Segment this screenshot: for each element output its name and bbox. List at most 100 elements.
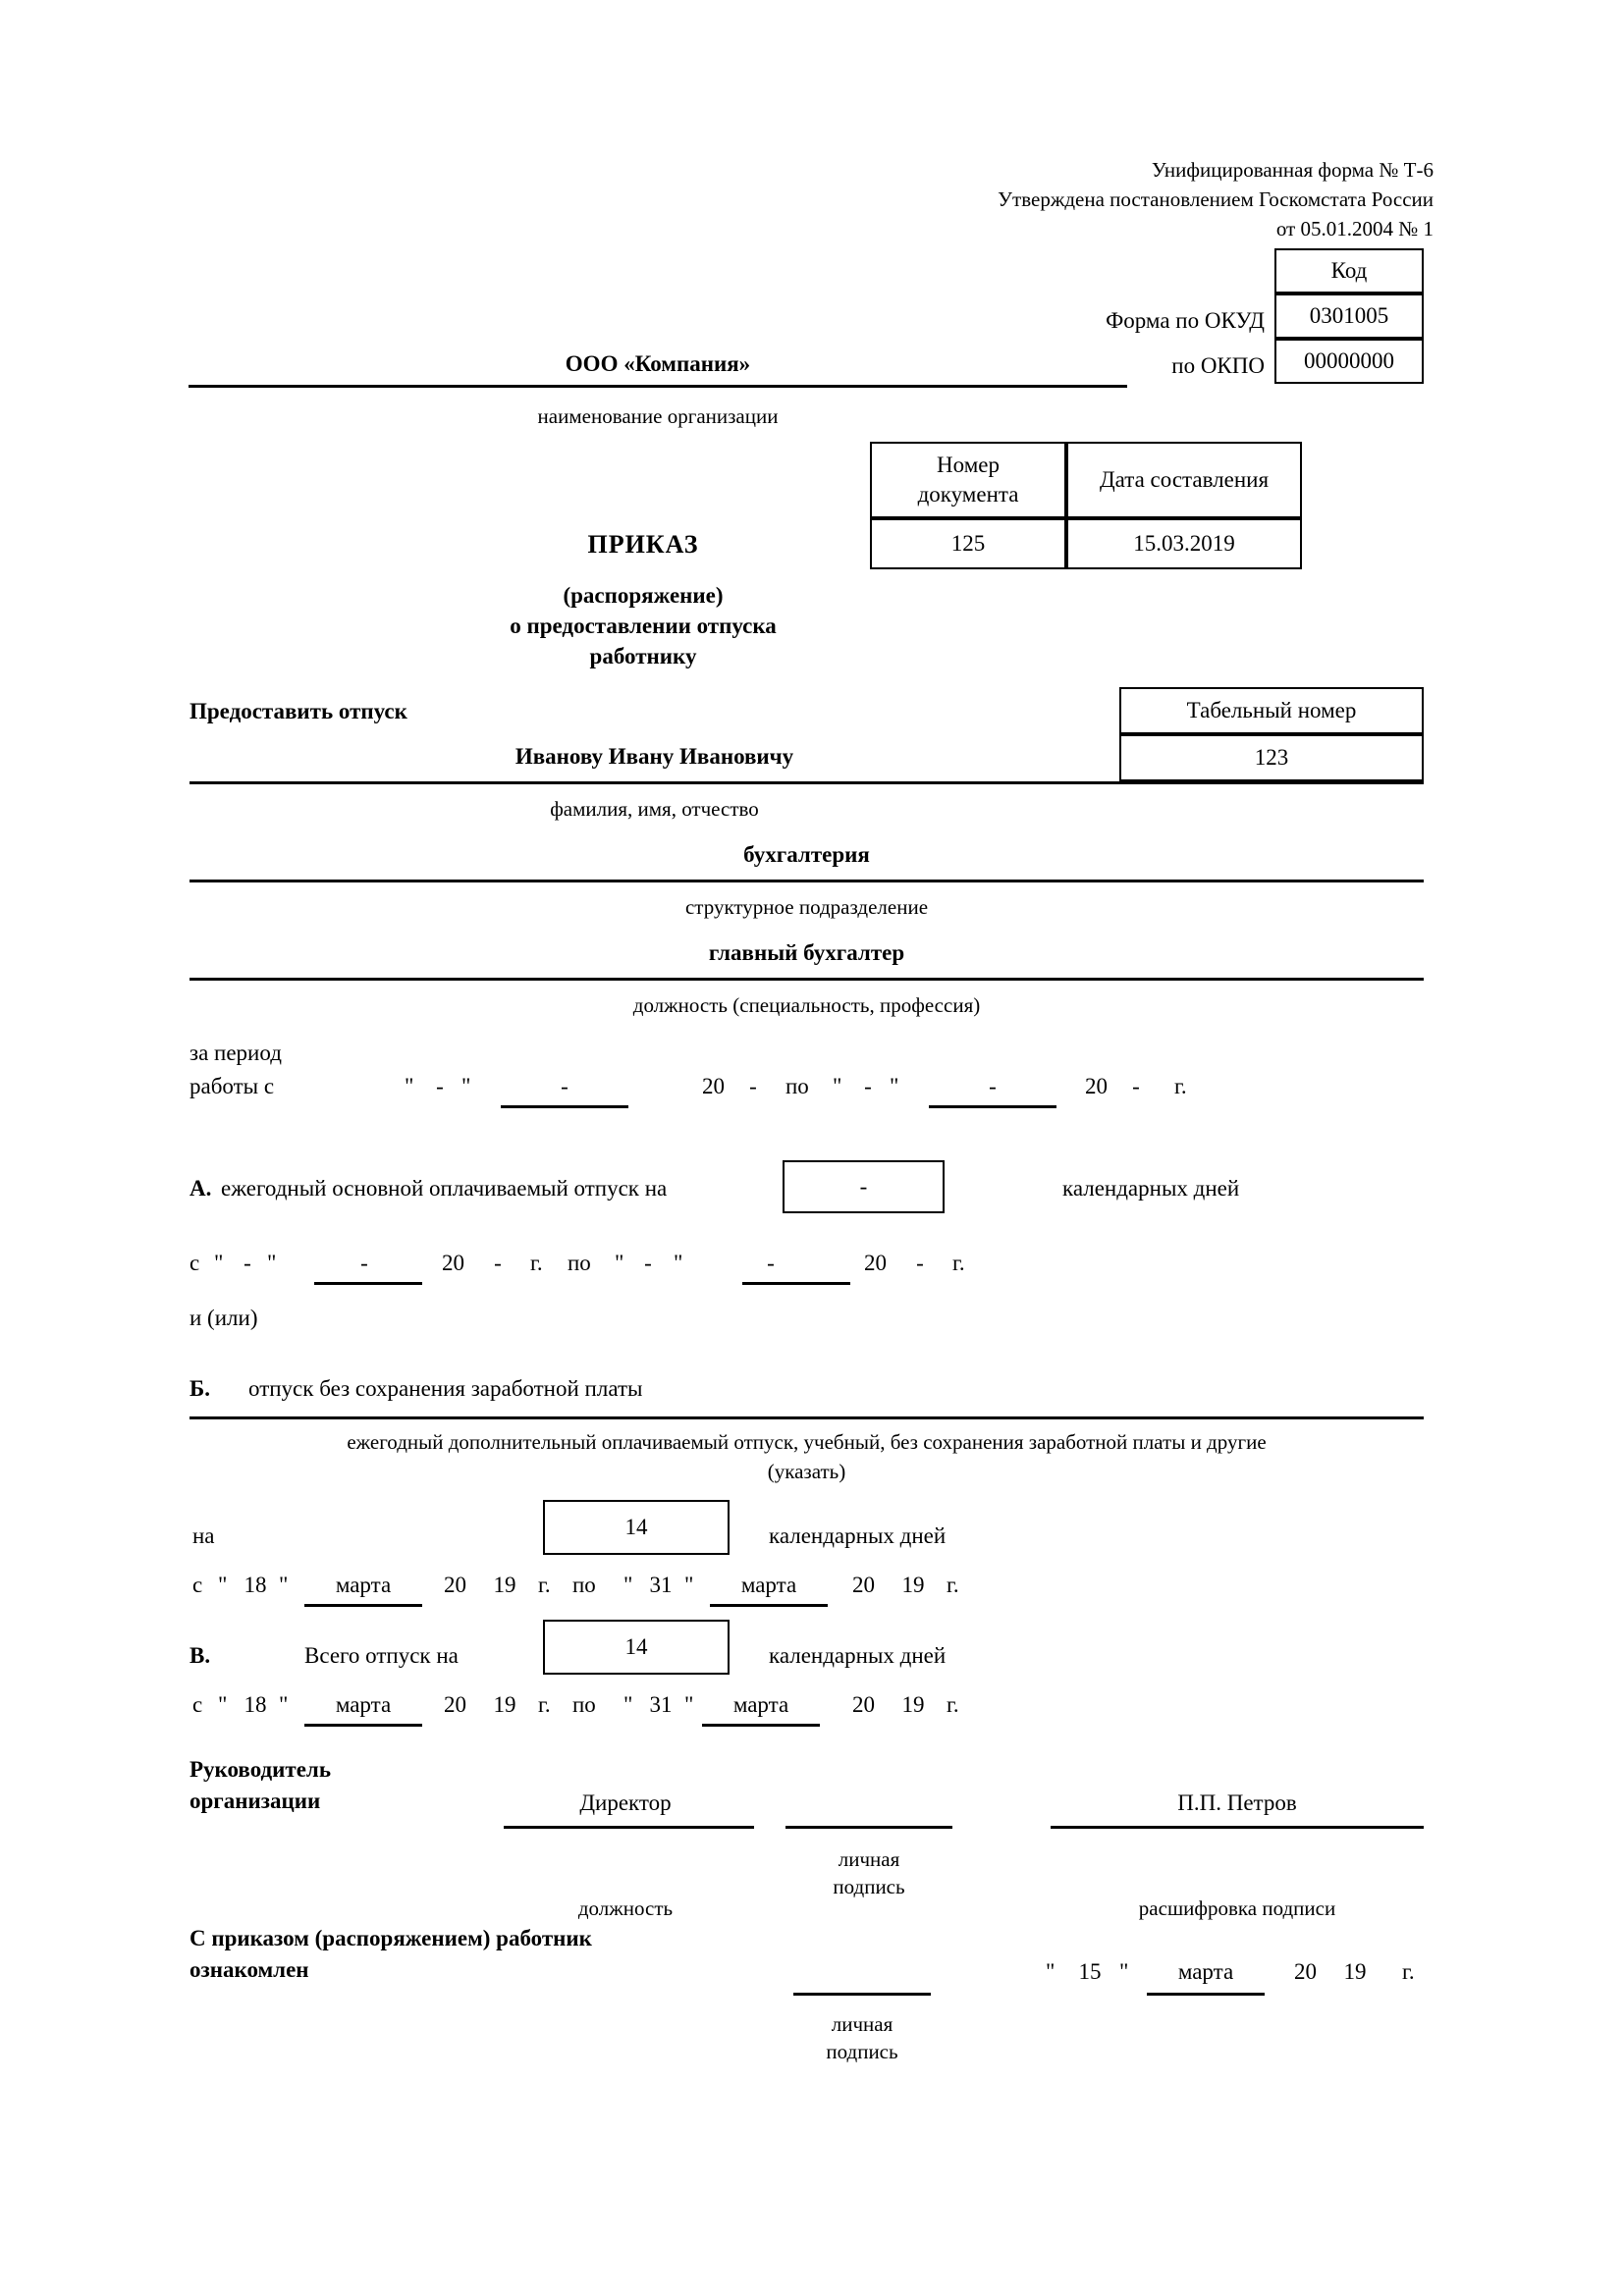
section-b-year-prefix-from: 20 [444, 1573, 466, 1597]
okpo-label: по ОКПО [1171, 353, 1265, 378]
section-b-month-from-line [304, 1604, 422, 1607]
section-a-and-or: и (или) [189, 1306, 258, 1330]
section-b-month-to-line [710, 1604, 828, 1607]
code-column-header: Код [1274, 248, 1424, 294]
section-v-year-prefix-from: 20 [444, 1692, 466, 1717]
section-b-quote2-close: " [684, 1573, 694, 1597]
section-a-days-value[interactable]: - [783, 1160, 945, 1213]
section-v-days-value[interactable]: 14 [543, 1620, 730, 1675]
section-b-s: с [192, 1573, 203, 1597]
section-v-text: Всего отпуск на [304, 1643, 459, 1668]
section-v-g-from: г. [538, 1692, 551, 1717]
head-name-caption: расшифровка подписи [1138, 1896, 1336, 1920]
employee-position: главный бухгалтер [708, 940, 905, 965]
work-period-month-from: - [561, 1074, 568, 1098]
order-number-header-line1: Номер [937, 453, 1000, 477]
head-name-value[interactable]: П.П. Петров [1177, 1790, 1297, 1815]
acknowledgement-signature-caption-line2: подпись [826, 2040, 898, 2063]
work-period-quote2-open: " [833, 1074, 842, 1098]
acknowledgement-signature-rule[interactable] [793, 1993, 931, 1996]
work-period-month-to-line [929, 1105, 1056, 1108]
section-v-day-from[interactable]: 18 [244, 1692, 267, 1717]
work-period-year-to: - [1132, 1074, 1140, 1098]
section-v-quote2-open: " [623, 1692, 633, 1717]
work-period-day-to: - [864, 1074, 872, 1098]
employee-name-rule [189, 781, 1424, 784]
organization-name: ООО «Компания» [565, 351, 751, 376]
section-a-quote2-open: " [615, 1251, 624, 1275]
section-b-rule [189, 1416, 1424, 1419]
employee-name-caption: фамилия, имя, отчество [550, 797, 759, 821]
section-v-month-to-line [702, 1724, 820, 1727]
section-v-days-caption: календарных дней [769, 1643, 947, 1668]
section-b-month-to[interactable]: марта [740, 1573, 797, 1597]
section-v-month-from-line [304, 1724, 422, 1727]
section-a-text: ежегодный основной оплачиваемый отпуск н… [221, 1176, 668, 1201]
section-a-g-to: г. [952, 1251, 965, 1275]
section-b-caption-line2: (указать) [767, 1460, 846, 1483]
section-b-year-to[interactable]: 19 [901, 1573, 925, 1597]
section-b-day-from[interactable]: 18 [244, 1573, 267, 1597]
page-title: ПРИКАЗ [587, 530, 699, 559]
head-label-line1: Руководитель [189, 1757, 331, 1782]
acknowledgement-day[interactable]: 15 [1078, 1959, 1102, 1984]
work-period-month-from-line [501, 1105, 628, 1108]
section-v-quote-close: " [279, 1692, 289, 1717]
section-v-day-to[interactable]: 31 [649, 1692, 673, 1717]
section-b-day-to[interactable]: 31 [649, 1573, 673, 1597]
section-b-caption-line1: ежегодный дополнительный оплачиваемый от… [347, 1430, 1267, 1454]
section-b-year-from[interactable]: 19 [493, 1573, 516, 1597]
order-date-value: 15.03.2019 [1066, 518, 1302, 569]
form-header-line3: от 05.01.2004 № 1 [1275, 217, 1434, 240]
section-v-quote2-close: " [684, 1692, 694, 1717]
section-v-year-from[interactable]: 19 [493, 1692, 516, 1717]
position-caption: должность (специальность, профессия) [632, 993, 981, 1017]
department-rule [189, 880, 1424, 882]
head-signature-caption-line1: личная [838, 1847, 900, 1871]
organization-caption: наименование организации [537, 404, 779, 428]
section-v-quote-open: " [218, 1692, 228, 1717]
section-v-month-from[interactable]: марта [335, 1692, 392, 1717]
section-b-na: на [192, 1523, 215, 1548]
section-a-day-from: - [244, 1251, 251, 1275]
section-b-quote2-open: " [623, 1573, 633, 1597]
head-position-caption: должность [577, 1896, 674, 1920]
work-period-month-to: - [989, 1074, 997, 1098]
employee-full-name: Иванову Ивану Ивановичу [514, 744, 794, 769]
acknowledgement-g: г. [1402, 1959, 1415, 1984]
head-signature-rule[interactable] [785, 1826, 952, 1829]
section-b-marker: Б. [189, 1376, 210, 1401]
form-header-line2: Утверждена постановлением Госкомстата Ро… [998, 187, 1434, 211]
acknowledgement-line1: С приказом (распоряжением) работник [189, 1926, 592, 1950]
section-a-quote-open: " [214, 1251, 224, 1275]
section-a-days-caption: календарных дней [1062, 1176, 1240, 1201]
section-b-quote-open: " [218, 1573, 228, 1597]
work-period-quote-open: " [405, 1074, 414, 1098]
work-period-quote2-close: " [890, 1074, 899, 1098]
section-b-month-from[interactable]: марта [335, 1573, 392, 1597]
section-a-s: с [189, 1251, 200, 1275]
work-period-year-from: - [749, 1074, 757, 1098]
section-b-days-value[interactable]: 14 [543, 1500, 730, 1555]
position-rule [189, 978, 1424, 981]
section-a-g-from: г. [530, 1251, 543, 1275]
title-line2: о предоставлении отпуска [510, 614, 777, 638]
head-position-value[interactable]: Директор [579, 1790, 672, 1815]
acknowledgement-month[interactable]: марта [1177, 1959, 1234, 1984]
work-period-label-line2: работы с [189, 1074, 275, 1098]
order-number-header-line2: документа [917, 482, 1019, 507]
acknowledgement-year-prefix: 20 [1294, 1959, 1317, 1984]
work-period-quote-close: " [461, 1074, 471, 1098]
head-signature-caption-line2: подпись [833, 1875, 905, 1898]
section-v-year-to[interactable]: 19 [901, 1692, 925, 1717]
acknowledgement-signature-caption-line1: личная [831, 2012, 893, 2036]
section-v-marker: В. [189, 1643, 211, 1668]
section-b-days-caption: календарных дней [769, 1523, 947, 1548]
section-v-month-to[interactable]: марта [732, 1692, 789, 1717]
work-period-year-suffix: г. [1174, 1074, 1187, 1098]
acknowledgement-month-line [1147, 1993, 1265, 1996]
department-caption: структурное подразделение [684, 895, 929, 919]
acknowledgement-year[interactable]: 19 [1343, 1959, 1367, 1984]
work-period-po: по [785, 1074, 809, 1098]
